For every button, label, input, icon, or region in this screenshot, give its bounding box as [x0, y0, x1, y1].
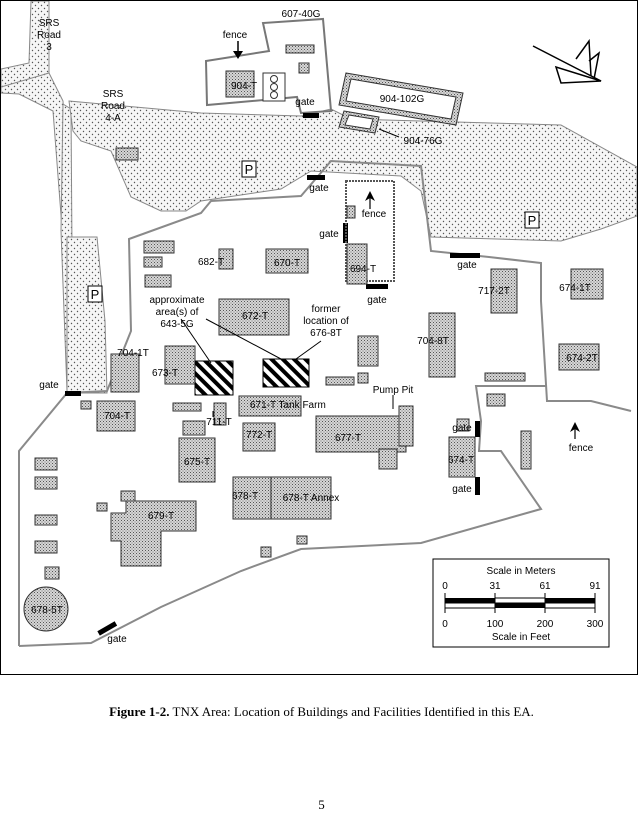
- parking-area-west: [66, 236, 108, 394]
- fenced-compound-north: [204, 17, 333, 115]
- label-674-1t: 674-1T: [559, 283, 591, 294]
- label-former-location-line: location of: [303, 316, 349, 327]
- label-682-t: 682-T: [198, 257, 224, 268]
- label-gate: gate: [295, 97, 315, 108]
- label-former-location-line: former: [312, 304, 342, 315]
- label-approx-area-line: area(s) of: [156, 307, 199, 318]
- label-694-t: 694-T: [350, 264, 376, 275]
- road-srs-3: [1, 1, 50, 88]
- label-gate: gate: [452, 484, 472, 495]
- svg-text:P: P: [245, 162, 254, 177]
- site-map: P P P SRS Road 3 SRS Road 4-A 607-40G fe…: [0, 0, 638, 675]
- gate-bar: [450, 253, 480, 258]
- label-gate: gate: [452, 423, 472, 434]
- srs-road-4a-line: Road: [101, 101, 125, 112]
- scale-bar: Scale in Meters 0 31 61 91 0 100 200 300…: [432, 558, 610, 648]
- scale-tick-m: 91: [589, 581, 601, 592]
- label-former-location-line: 676-8T: [310, 328, 342, 339]
- scale-tick-ft: 0: [442, 619, 448, 630]
- scale-tick-m: 61: [539, 581, 551, 592]
- figure-caption-text: TNX Area: Location of Buildings and Faci…: [172, 704, 534, 719]
- label-717-2t: 717-2T: [478, 286, 510, 297]
- label-678-5t: 678-5T: [31, 605, 63, 616]
- label-fence: fence: [223, 30, 248, 41]
- label-671-t: 671-T Tank Farm: [250, 400, 326, 411]
- figure-caption-label: Figure 1-2.: [109, 704, 170, 719]
- label-approx-area-line: 643-5G: [160, 319, 194, 330]
- site-map-canvas: P P P SRS Road 3 SRS Road 4-A 607-40G fe…: [1, 1, 637, 648]
- label-670-t: 670-T: [274, 258, 300, 269]
- label-672-t: 672-T: [242, 311, 268, 322]
- hatched-area-676-8t: [262, 358, 310, 388]
- label-904-76g: 904-76G: [404, 136, 443, 147]
- gate-bar: [65, 391, 81, 396]
- fence-694t: [345, 180, 395, 282]
- buildings: [23, 44, 604, 632]
- north-arrow-icon: [532, 38, 602, 84]
- label-772-t: 772-T: [246, 430, 272, 441]
- gate-bar: [303, 113, 319, 118]
- scale-tick-ft: 200: [537, 619, 554, 630]
- gate-bar: [97, 621, 118, 636]
- scale-title-feet: Scale in Feet: [492, 632, 551, 643]
- label-704-8t: 704-8T: [417, 336, 449, 347]
- label-pump-pit: Pump Pit: [373, 385, 414, 396]
- label-gate: gate: [457, 260, 477, 271]
- hatched-area-643-5g: [194, 360, 234, 396]
- parking-sign: P: [241, 160, 257, 178]
- label-679-t: 679-T: [148, 511, 174, 522]
- label-approx-area-line: approximate: [149, 295, 204, 306]
- srs-road-3-line: SRS: [39, 18, 60, 29]
- scale-tick-m: 0: [442, 581, 448, 592]
- label-fence: fence: [569, 443, 594, 454]
- label-673-t: 673-T: [152, 368, 178, 379]
- label-gate: gate: [319, 229, 339, 240]
- label-gate: gate: [107, 634, 127, 645]
- label-674-2t: 674-2T: [566, 353, 598, 364]
- label-711-t: 711-T: [206, 417, 231, 428]
- scale-tick-m: 31: [489, 581, 501, 592]
- label-gate: gate: [39, 380, 59, 391]
- srs-road-3-line: 3: [46, 42, 52, 53]
- scale-title-meters: Scale in Meters: [487, 566, 556, 577]
- gate-bar: [475, 477, 480, 495]
- figure-caption: Figure 1-2. TNX Area: Location of Buildi…: [0, 704, 643, 720]
- label-678-t: 678-T: [232, 491, 258, 502]
- svg-text:P: P: [528, 213, 537, 228]
- label-704-t: 704-T: [104, 411, 130, 422]
- gate-bar: [307, 175, 325, 180]
- road-srs-4a: [1, 72, 74, 392]
- label-904-102g: 904-102G: [380, 94, 425, 105]
- label-677-t: 677-T: [335, 433, 361, 444]
- label-678-t-annex: 678-T Annex: [283, 493, 340, 504]
- parking-sign: P: [87, 285, 103, 303]
- label-607-40g: 607-40G: [282, 9, 321, 20]
- label-674-t: 674-T: [448, 455, 474, 466]
- parking-sign: P: [524, 211, 540, 229]
- label-704-1t: 704-1T: [117, 348, 149, 359]
- gate-bar: [475, 421, 480, 437]
- label-675-t: 675-T: [184, 457, 210, 468]
- label-gate: gate: [309, 183, 329, 194]
- label-904-t: 904-T: [231, 81, 257, 92]
- gate-bar: [366, 284, 388, 289]
- scale-tick-ft: 100: [487, 619, 504, 630]
- svg-text:P: P: [91, 287, 100, 302]
- label-fence: fence: [362, 209, 387, 220]
- label-gate: gate: [367, 295, 387, 306]
- scale-tick-ft: 300: [587, 619, 604, 630]
- srs-road-4a-line: 4-A: [105, 113, 121, 124]
- page-number: 5: [318, 797, 325, 812]
- srs-road-4a-line: SRS: [103, 89, 124, 100]
- srs-road-3-line: Road: [37, 30, 61, 41]
